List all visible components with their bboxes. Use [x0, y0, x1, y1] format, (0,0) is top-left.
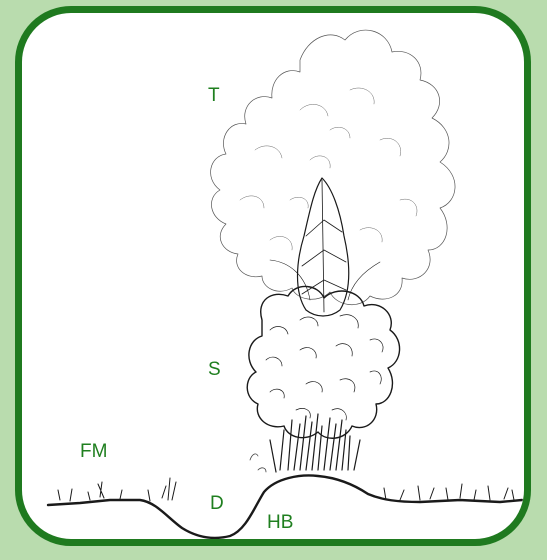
tree-layer-label: T — [208, 86, 220, 105]
hedge-base-grass — [270, 414, 360, 472]
tree-canopy — [211, 30, 455, 305]
hedge-bank-label: HB — [267, 513, 293, 532]
ditch-label: D — [210, 494, 224, 513]
field-margin-label: FM — [80, 442, 107, 461]
shrub-layer — [247, 286, 399, 438]
shrub-layer-label: S — [208, 360, 221, 379]
